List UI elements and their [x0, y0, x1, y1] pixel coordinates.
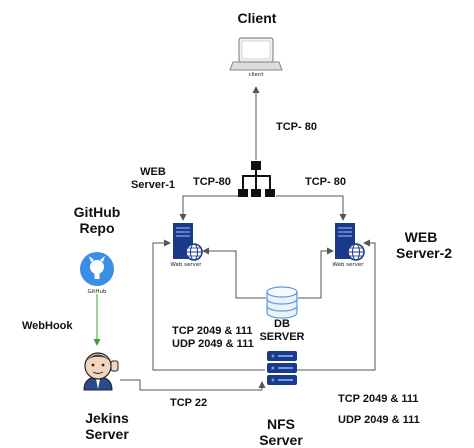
- laptop-icon: [229, 37, 283, 71]
- link-label-nfs-right-2: UDP 2049 & 111: [338, 414, 420, 426]
- client-title: Client: [237, 10, 277, 26]
- database-icon: [266, 286, 298, 319]
- github-title: GitHub Repo: [62, 204, 132, 236]
- web-server-1-icon: [173, 223, 203, 261]
- link-nfs-to-web2: [296, 239, 376, 371]
- db-title-line1: DB: [274, 318, 290, 330]
- jenkins-title-line2: Server: [85, 426, 129, 443]
- network-switch-icon: [238, 161, 275, 197]
- nfs-title: NFS Server: [246, 416, 316, 448]
- web-server-1-title: WEB Server-1: [128, 166, 178, 191]
- link-label-nfs-right-1: TCP 2049 & 111: [338, 393, 419, 405]
- client-icon-label: client: [248, 72, 264, 78]
- db-title-line2: SERVER: [259, 330, 305, 343]
- github-title-line2: Repo: [79, 220, 115, 237]
- link-jenkins-to-nfs: [120, 379, 266, 391]
- nfs-storage-icon: [267, 351, 297, 385]
- nfs-title-line1: NFS: [267, 416, 295, 432]
- link-label-right-tcp: TCP- 80: [305, 176, 346, 188]
- github-title-line1: GitHub: [73, 204, 121, 220]
- web-server-2-title-line1: WEB: [404, 229, 438, 245]
- link-label-nfs-left: TCP 2049 & 111 UDP 2049 & 111: [172, 325, 254, 350]
- github-icon: [80, 252, 114, 286]
- web-server-1-title-line1: WEB: [140, 166, 166, 178]
- link-label-left-tcp: TCP-80: [193, 176, 231, 188]
- link-label-nfs-left-1: TCP 2049 & 111: [172, 325, 253, 337]
- link-switch-to-web2: [276, 195, 347, 221]
- link-label-nfs-left-2: UDP 2049 & 111: [172, 337, 254, 350]
- web-server-2-title: WEB Server-2: [396, 229, 452, 261]
- link-db-to-web1: [202, 247, 266, 299]
- link-nfs-to-web1: [152, 239, 265, 371]
- link-switch-to-web1: [179, 195, 240, 221]
- web-server-1-title-line2: Server-1: [130, 178, 176, 191]
- jenkins-icon: [83, 352, 119, 391]
- jenkins-title: Jekins Server: [72, 410, 142, 442]
- link-label-client-tcp: TCP- 80: [276, 121, 317, 133]
- github-icon-label: GitHub: [87, 289, 107, 295]
- nfs-title-line2: Server: [259, 432, 303, 448]
- link-db-to-web2: [298, 247, 334, 299]
- web-server-2-title-line2: Server-2: [396, 245, 453, 262]
- web-server-2-icon-label: Web server: [332, 262, 364, 268]
- link-label-webhook: WebHook: [22, 320, 73, 332]
- web-server-2-icon: [335, 223, 365, 261]
- link-label-jenkins-tcp: TCP 22: [170, 397, 208, 409]
- web-server-1-icon-label: Web server: [170, 262, 202, 268]
- jenkins-title-line1: Jekins: [85, 410, 129, 426]
- db-title: DB SERVER: [252, 318, 312, 343]
